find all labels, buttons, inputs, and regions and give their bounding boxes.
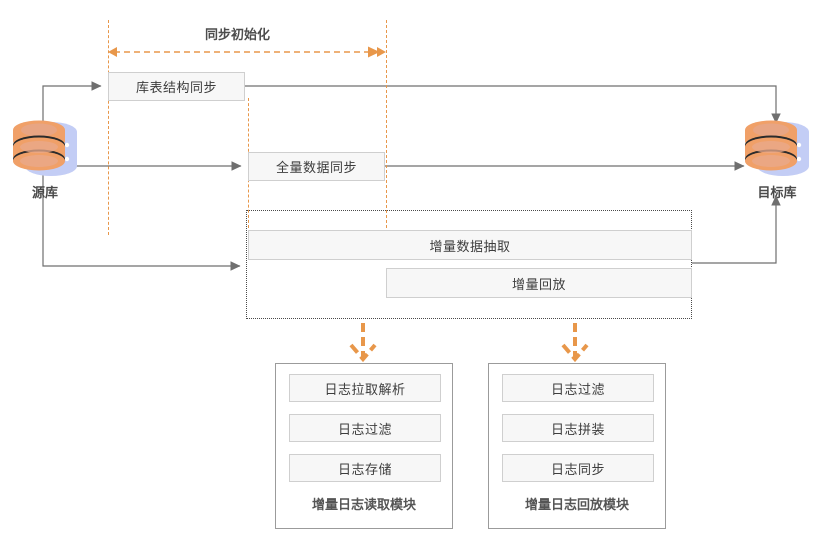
stage-box-full-data-sync[interactable]: 全量数据同步 (248, 152, 385, 181)
edge-extract-to-read-module-head (349, 343, 377, 363)
module-item-log-filter[interactable]: 日志过滤 (289, 414, 441, 442)
module-log-replay: 日志过滤 日志拼装 日志同步 增量日志回放模块 (488, 363, 666, 529)
module-item-log-assemble[interactable]: 日志拼装 (502, 414, 654, 442)
incremental-zone (246, 210, 692, 319)
module-item-log-store[interactable]: 日志存储 (289, 454, 441, 482)
phase-title: 同步初始化 (205, 27, 271, 42)
edge-schema-to-target (245, 85, 781, 124)
phase-guide-left (108, 20, 109, 235)
target-database-label: 目标库 (757, 185, 797, 200)
stage-box-schema-sync[interactable]: 库表结构同步 (108, 72, 245, 101)
edge-incremental-to-target (692, 195, 781, 264)
target-database (742, 118, 812, 180)
database-icon (745, 120, 809, 176)
module-log-replay-title: 增量日志回放模块 (524, 497, 629, 512)
stage-box-incremental-extract[interactable]: 增量数据抽取 (248, 230, 692, 260)
database-icon (13, 120, 77, 176)
module-item-log-pull-parse[interactable]: 日志拉取解析 (289, 374, 441, 402)
phase-span-left-head (108, 47, 117, 57)
edge-replay-to-replay-module-head (561, 343, 589, 363)
module-item-log-sync[interactable]: 日志同步 (502, 454, 654, 482)
phase-guide-right (386, 20, 387, 228)
source-database-label: 源库 (31, 185, 58, 200)
source-database (10, 118, 80, 180)
module-item-log-filter-replay[interactable]: 日志过滤 (502, 374, 654, 402)
stage-box-incremental-replay[interactable]: 增量回放 (386, 268, 692, 298)
edge-source-to-extract (42, 166, 241, 271)
module-log-read-title: 增量日志读取模块 (311, 497, 416, 512)
module-log-read: 日志拉取解析 日志过滤 日志存储 增量日志读取模块 (275, 363, 453, 529)
phase-span-right-head (377, 47, 386, 57)
